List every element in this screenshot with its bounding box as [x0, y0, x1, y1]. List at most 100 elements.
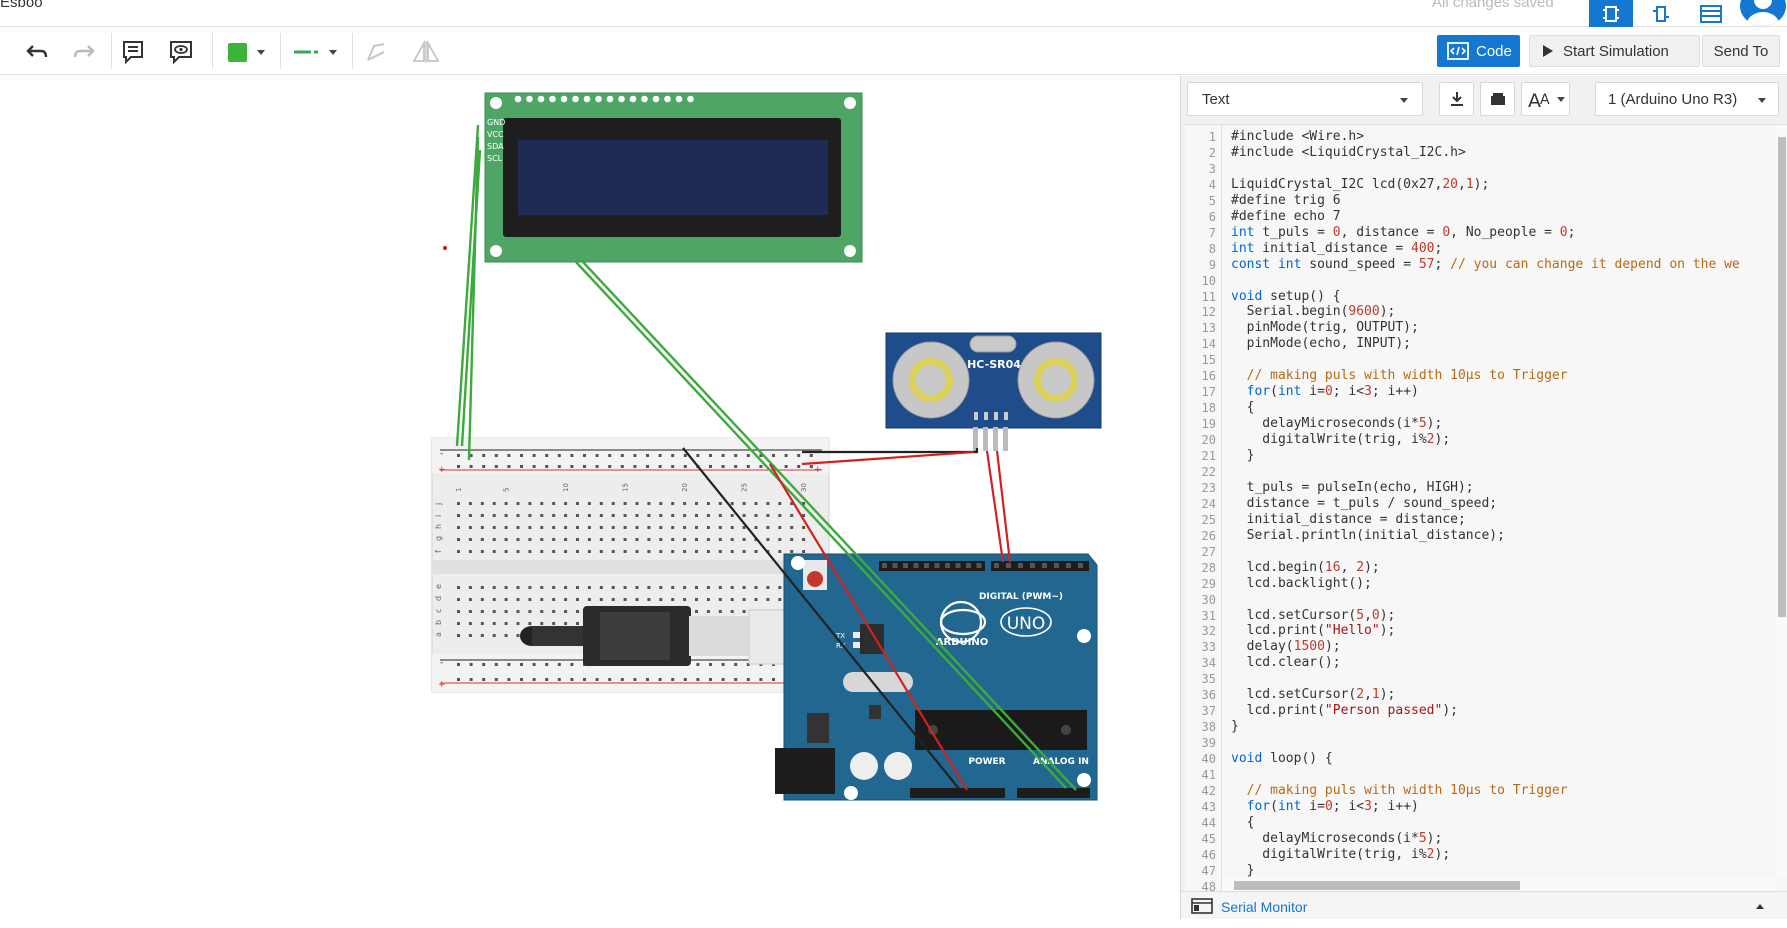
user-icon	[1746, 0, 1780, 26]
breadboard-hole	[730, 538, 734, 541]
code-line[interactable]: delayMicroseconds(i*5);	[1231, 830, 1443, 846]
breadboard-hole	[802, 538, 806, 541]
circuit-view-button[interactable]	[1589, 0, 1633, 27]
wires[interactable]	[455, 124, 1077, 791]
design-name[interactable]: Esboo	[0, 0, 43, 11]
horizontal-scroll-thumb[interactable]	[1234, 881, 1520, 890]
code-button[interactable]: Code	[1437, 35, 1520, 67]
code-line[interactable]: Serial.println(initial_distance);	[1231, 527, 1505, 543]
code-line[interactable]: t_puls = pulseIn(echo, HIGH);	[1231, 479, 1474, 495]
analog-label: ANALOG IN	[1033, 757, 1089, 767]
breadboard-hole	[734, 465, 738, 468]
code-mode-select[interactable]: Text	[1187, 82, 1423, 116]
breadboard-hole	[611, 538, 615, 541]
flip-button[interactable]	[411, 35, 441, 69]
code-line[interactable]: {	[1231, 814, 1255, 830]
line-number: 2	[1208, 145, 1216, 160]
code-line[interactable]: }	[1231, 448, 1255, 463]
code-line[interactable]: void loop() {	[1231, 751, 1333, 767]
code-line[interactable]: int initial_distance = 400;	[1231, 240, 1443, 256]
vertical-scrollbar[interactable]	[1776, 125, 1787, 878]
breadboard-hole	[504, 550, 508, 553]
device-select[interactable]: 1 (Arduino Uno R3)	[1595, 82, 1779, 116]
code-line[interactable]: {	[1231, 400, 1255, 416]
code-line[interactable]: void setup() {	[1231, 288, 1341, 304]
code-line[interactable]: #define trig 6	[1231, 192, 1341, 208]
toggle-notes-button[interactable]	[166, 35, 196, 69]
code-line[interactable]: pinMode(trig, OUTPUT);	[1231, 320, 1419, 336]
code-line[interactable]: }	[1231, 862, 1255, 878]
serial-monitor-bar[interactable]: Serial Monitor	[1181, 891, 1787, 919]
code-line[interactable]: delay(1500);	[1231, 639, 1341, 655]
code-line[interactable]: }	[1231, 719, 1239, 735]
horizontal-scrollbar[interactable]	[1222, 878, 1776, 891]
code-line[interactable]: for(int i=0; i<3; i++)	[1246, 384, 1419, 400]
vertical-scroll-thumb[interactable]	[1778, 137, 1786, 617]
breadboard-hole	[659, 538, 663, 541]
code-line[interactable]: digitalWrite(trig, i%2);	[1231, 432, 1451, 448]
breadboard-column-number: 25	[741, 483, 749, 492]
code-line[interactable]: lcd.print("Person passed");	[1231, 703, 1458, 719]
breadboard-hole	[766, 586, 770, 589]
breadboard-hole	[742, 610, 746, 613]
expand-up-icon[interactable]	[1755, 902, 1765, 910]
code-line[interactable]: #include <Wire.h>	[1231, 129, 1365, 144]
code-line[interactable]: #define echo 7	[1231, 208, 1341, 224]
color-picker[interactable]	[218, 35, 274, 69]
code-line[interactable]: digitalWrite(trig, i%2);	[1231, 846, 1451, 862]
download-code-button[interactable]	[1439, 82, 1474, 116]
send-to-button[interactable]: Send To	[1702, 35, 1780, 67]
schematic-view-button[interactable]	[1639, 0, 1683, 27]
redo-button[interactable]	[69, 35, 99, 69]
code-line[interactable]: LiquidCrystal_I2C lcd(0x27,20,1);	[1231, 176, 1490, 192]
code-line[interactable]: // making puls with width 10µs to Trigge…	[1246, 368, 1568, 384]
arduino-uno[interactable]: DIGITAL (PWM~) ARDUINO UNO TX RX POWER A…	[775, 553, 1098, 801]
code-line[interactable]: lcd.begin(16, 2);	[1231, 559, 1380, 575]
arduino-pin	[934, 563, 940, 568]
breadboard-hole	[623, 526, 627, 529]
arduino-pin	[994, 563, 999, 568]
download-icon	[1450, 92, 1463, 106]
notes-button[interactable]	[118, 35, 148, 69]
breadboard-hole	[480, 586, 484, 589]
code-line[interactable]: lcd.setCursor(5,0);	[1231, 607, 1396, 623]
code-line[interactable]: int t_puls = 0, distance = 0, No_people …	[1231, 224, 1576, 240]
code-line[interactable]: pinMode(echo, INPUT);	[1231, 336, 1412, 352]
breadboard-hole	[468, 538, 472, 541]
user-avatar[interactable]	[1740, 0, 1786, 26]
breadboard-column-number: 20	[681, 483, 689, 492]
breadboard-hole	[709, 454, 712, 457]
breadboard-hole	[516, 526, 520, 529]
wire-type-picker[interactable]	[285, 35, 345, 69]
code-line[interactable]: initial_distance = distance;	[1231, 511, 1466, 527]
code-line[interactable]: Serial.begin(9600);	[1231, 304, 1396, 320]
library-button[interactable]	[1480, 82, 1515, 116]
breadboard-hole	[730, 502, 734, 505]
code-line[interactable]: lcd.print("Hello");	[1231, 623, 1396, 639]
rotate-button[interactable]	[361, 35, 391, 69]
breadboard-hole	[635, 502, 639, 505]
breadboard-hole	[683, 514, 687, 517]
code-line[interactable]: const int sound_speed = 57; // you can c…	[1231, 256, 1740, 272]
code-line[interactable]: lcd.setCursor(2,1);	[1231, 687, 1396, 703]
code-line[interactable]: distance = t_puls / sound_speed;	[1231, 495, 1498, 511]
code-line[interactable]: for(int i=0; i<3; i++)	[1246, 798, 1419, 814]
line-number: 39	[1201, 736, 1216, 751]
breadboard-hole	[709, 663, 712, 666]
undo-button[interactable]	[22, 35, 52, 69]
hc-sr04-sensor[interactable]: HC-SR04	[885, 332, 1102, 451]
code-line[interactable]: // making puls with width 10µs to Trigge…	[1246, 782, 1568, 798]
code-line[interactable]: lcd.backlight();	[1231, 575, 1372, 591]
code-line[interactable]: #include <LiquidCrystal_I2C.h>	[1231, 144, 1466, 160]
code-line[interactable]: lcd.clear();	[1231, 655, 1341, 671]
start-simulation-button[interactable]: Start Simulation	[1529, 35, 1700, 67]
code-line[interactable]: delayMicroseconds(i*5);	[1231, 416, 1443, 432]
breadboard-hole	[576, 610, 579, 613]
breadboard-hole	[552, 586, 556, 589]
component-list-button[interactable]	[1689, 0, 1733, 27]
breadboard-hole	[507, 663, 511, 666]
